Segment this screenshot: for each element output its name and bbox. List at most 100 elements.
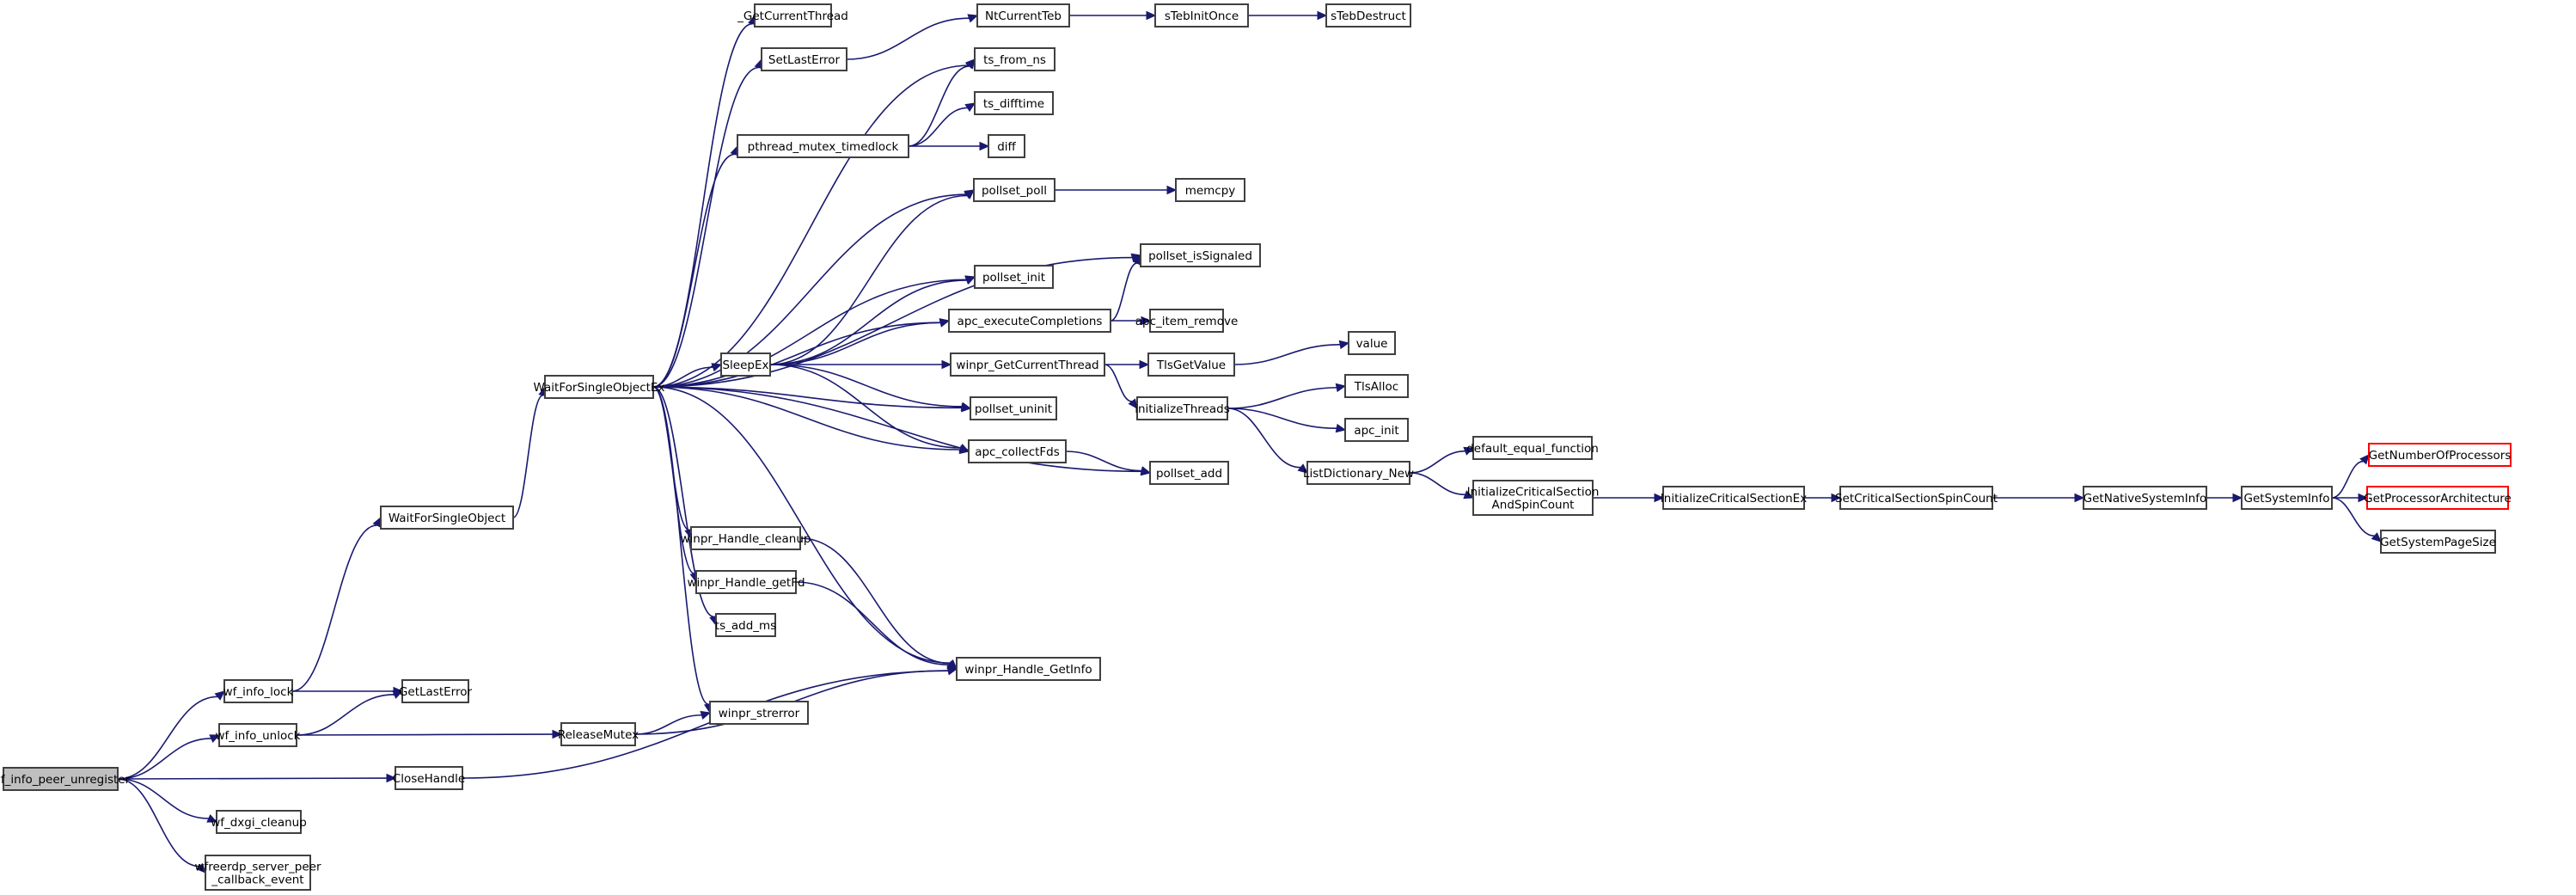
node-box — [1149, 309, 1224, 333]
node-winpr_Handle_cleanup[interactable]: winpr_Handle_cleanup — [680, 526, 811, 550]
edge-line — [652, 386, 961, 451]
edge-line — [652, 386, 714, 618]
node-ts_from_ns[interactable]: ts_from_ns — [974, 47, 1055, 71]
arrowhead-icon — [209, 734, 221, 744]
node-TlsGetValue[interactable]: TlsGetValue — [1147, 352, 1235, 377]
node-value[interactable]: value — [1348, 331, 1396, 355]
edge-line — [846, 17, 970, 60]
edge-line — [769, 279, 967, 365]
node-box — [709, 701, 809, 725]
node-TlsAlloc[interactable]: TlsAlloc — [1344, 374, 1409, 398]
node-box — [988, 134, 1025, 158]
node-wf_info_lock[interactable]: wf_info_lock — [223, 679, 294, 703]
node-diff[interactable]: diff — [988, 134, 1025, 158]
node-sTebDestruct[interactable]: sTebDestruct — [1325, 3, 1411, 28]
node-pollset_uninit[interactable]: pollset_uninit — [970, 396, 1057, 420]
node-apc_collectFds[interactable]: apc_collectFds — [968, 439, 1067, 463]
node-wfreerdp_server_peer_callback_event[interactable]: wfreerdp_server_peer_callback_event — [194, 855, 321, 891]
edge-sTebInitOnce-to-sTebDestruct — [1248, 10, 1328, 21]
node-pollset_poll[interactable]: pollset_poll — [973, 178, 1055, 202]
edge-winpr_Handle_cleanup-to-winpr_Handle_GetInfo — [799, 537, 958, 670]
node-box — [974, 265, 1054, 289]
node-memcpy[interactable]: memcpy — [1175, 178, 1245, 202]
node-label: apc_init — [1354, 424, 1398, 438]
edge-line — [795, 581, 950, 666]
node-SetCriticalSectionSpinCount[interactable]: SetCriticalSectionSpinCount — [1835, 486, 1998, 510]
node-InitializeCriticalSectionEx[interactable]: InitializeCriticalSectionEx — [1661, 486, 1807, 510]
edge-line — [769, 322, 941, 365]
node-label: _GetCurrentThread — [737, 9, 848, 23]
edge-SleepEx-to-apc_executeCompletions — [769, 318, 951, 365]
node-GetSystemPageSize[interactable]: GetSystemPageSize — [2380, 530, 2496, 554]
node-SleepEx[interactable]: SleepEx — [720, 352, 771, 377]
edge-wf_info_peer_unregister-to-wf_dxgi_cleanup — [117, 778, 218, 823]
node-box — [976, 3, 1070, 28]
arrowhead-icon — [1141, 316, 1152, 326]
node-pollset_add[interactable]: pollset_add — [1149, 461, 1229, 485]
node-wf_dxgi_cleanup[interactable]: wf_dxgi_cleanup — [211, 810, 307, 834]
arrowhead-icon — [206, 813, 218, 823]
edge-wf_info_lock-to-GetLastError — [292, 686, 404, 696]
edge-line — [652, 386, 709, 705]
edge-line — [652, 279, 967, 388]
node-winpr_strerror[interactable]: winpr_strerror — [709, 701, 809, 725]
node-apc_item_remove[interactable]: apc_item_remove — [1135, 309, 1239, 333]
node-GetNumberOfProcessors[interactable]: GetNumberOfProcessors — [2368, 443, 2512, 467]
node-box — [974, 47, 1055, 71]
node-winpr_Handle_GetInfo[interactable]: winpr_Handle_GetInfo — [956, 657, 1101, 681]
edge-wf_info_unlock-to-GetLastError — [296, 690, 404, 736]
node-label: apc_item_remove — [1135, 315, 1239, 328]
node-label: pollset_isSignaled — [1148, 249, 1252, 263]
node-label: apc_collectFds — [975, 445, 1060, 459]
node-apc_init[interactable]: apc_init — [1344, 418, 1409, 442]
nodes-layer: wf_info_peer_unregister wf_info_lock wf_in… — [0, 3, 2512, 891]
node-wf_info_unlock[interactable]: wf_info_unlock — [216, 723, 301, 747]
node-wf_info_peer_unregister[interactable]: wf_info_peer_unregister — [0, 767, 131, 791]
node-box — [737, 134, 909, 158]
node-initializeThreads[interactable]: initializeThreads — [1135, 396, 1230, 420]
node-sTebInitOnce[interactable]: sTebInitOnce — [1154, 3, 1249, 28]
edge-line — [296, 694, 395, 736]
edge-wf_info_lock-to-WaitForSingleObject — [291, 516, 382, 692]
edge-line — [652, 386, 951, 664]
node-winpr_Handle_getFd[interactable]: winpr_Handle_getFd — [687, 570, 805, 594]
edge-line — [769, 364, 963, 408]
node-pollset_isSignaled[interactable]: pollset_isSignaled — [1140, 243, 1261, 267]
node-box — [948, 309, 1111, 333]
node-box — [205, 855, 311, 891]
node-SetLastError[interactable]: SetLastError — [761, 47, 847, 71]
edge-line — [1409, 472, 1465, 496]
node-box — [1175, 178, 1245, 202]
node-winpr_GetCurrentThread[interactable]: winpr_GetCurrentThread — [950, 352, 1105, 377]
node-_GetCurrentThread[interactable]: _GetCurrentThread — [737, 3, 848, 28]
edge-SetCriticalSectionSpinCount-to-GetNativeSystemInfo — [1992, 493, 2085, 503]
node-GetLastError[interactable]: GetLastError — [399, 679, 473, 703]
node-label: NtCurrentTeb — [985, 9, 1062, 23]
node-pollset_init[interactable]: pollset_init — [974, 265, 1054, 289]
node-ts_difftime[interactable]: ts_difftime — [974, 91, 1054, 115]
node-label: GetSystemPageSize — [2380, 536, 2496, 549]
edge-line — [652, 193, 967, 388]
node-GetSystemInfo[interactable]: GetSystemInfo — [2241, 486, 2333, 510]
node-label: GetLastError — [399, 685, 473, 699]
node-default_equal_function[interactable]: default_equal_function — [1466, 436, 1599, 460]
node-ListDictionary_New[interactable]: ListDictionary_New — [1303, 461, 1414, 485]
node-ts_add_ms[interactable]: ts_add_ms — [715, 613, 776, 637]
node-apc_executeCompletions[interactable]: apc_executeCompletions — [948, 309, 1111, 333]
edge-wf_info_peer_unregister-to-wf_info_unlock — [117, 734, 221, 780]
edge-WaitForSingleObjectEx-to-winpr_Handle_cleanup — [652, 386, 694, 540]
node-GetProcessorArchitecture[interactable]: GetProcessorArchitecture — [2364, 486, 2512, 510]
node-ReleaseMutex[interactable]: ReleaseMutex — [558, 722, 639, 746]
node-label: ts_from_ns — [983, 53, 1046, 67]
node-pthread_mutex_timedlock[interactable]: pthread_mutex_timedlock — [737, 134, 909, 158]
node-WaitForSingleObjectEx[interactable]: WaitForSingleObjectEx — [534, 375, 665, 399]
node-WaitForSingleObject[interactable]: WaitForSingleObject — [380, 506, 514, 530]
arrowhead-icon — [700, 710, 712, 720]
edge-line — [291, 524, 377, 692]
node-GetNativeSystemInfo[interactable]: GetNativeSystemInfo — [2083, 486, 2207, 510]
node-label: wf_dxgi_cleanup — [211, 816, 307, 830]
node-label: InitializeCriticalSectionEx — [1661, 492, 1807, 506]
node-NtCurrentTeb[interactable]: NtCurrentTeb — [976, 3, 1070, 28]
node-CloseHandle[interactable]: CloseHandle — [393, 766, 465, 790]
